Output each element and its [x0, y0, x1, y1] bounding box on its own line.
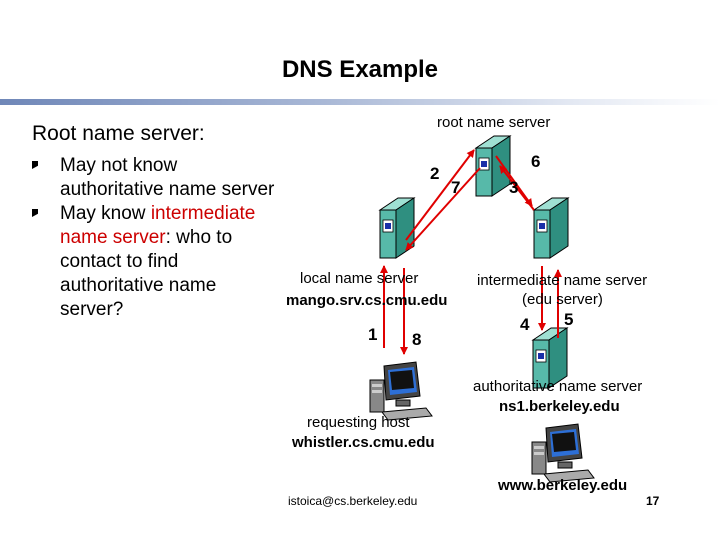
intermediate-server-label: intermediate name server [477, 272, 648, 289]
local-server-hostname: mango.srv.cs.cmu.edu [286, 292, 448, 309]
root-server-icon [475, 135, 511, 197]
www-host-computer-icon [531, 423, 595, 483]
target-hostname: www.berkeley.edu [498, 477, 628, 494]
requesting-host-hostname: whistler.cs.cmu.edu [292, 434, 435, 451]
footer-email: istoica@cs.berkeley.edu [288, 494, 418, 508]
bullet-text-pre: May know [60, 203, 151, 224]
bullet-marker-icon [32, 209, 38, 217]
bullet-list: May not know authoritative name server M… [32, 154, 282, 322]
requesting-host-label: requesting host [307, 414, 410, 431]
title-divider [0, 99, 720, 105]
bullet-marker-icon [32, 161, 38, 169]
requesting-host-computer-icon [369, 361, 433, 421]
bullet-highlight: intermediate name server [60, 203, 256, 248]
intermediate-server-sublabel: (edu server) [522, 291, 603, 308]
root-server-label: root name server [437, 114, 551, 131]
step-number-7: 7 [451, 178, 461, 197]
authoritative-server-hostname: ns1.berkeley.edu [499, 398, 620, 415]
step-number-6: 6 [531, 152, 541, 171]
intermediate-server-icon [533, 197, 569, 259]
local-server-icon [379, 197, 415, 259]
arrow-step-7 [405, 167, 481, 251]
slide-title: DNS Example [281, 56, 439, 83]
step-number-2: 2 [430, 164, 440, 183]
step-number-5: 5 [564, 310, 574, 329]
arrow-step-2 [405, 149, 475, 241]
bullet-heading: Root name server: [32, 122, 205, 145]
page-number: 17 [646, 494, 660, 508]
bullet-text-post: : who to contact to find authoritative n… [60, 227, 233, 320]
arrow-step-3 [495, 155, 533, 207]
bullet-text: May not know authoritative name server [60, 155, 275, 200]
step-number-1: 1 [368, 325, 378, 344]
step-number-8: 8 [412, 330, 422, 349]
bullet-item: May not know authoritative name server [32, 154, 282, 202]
authoritative-server-label: authoritative name server [473, 378, 643, 395]
step-number-3: 3 [509, 178, 519, 197]
local-server-label: local name server [300, 270, 419, 287]
bullet-item: May know intermediate name server: who t… [32, 202, 282, 322]
step-number-4: 4 [520, 315, 530, 334]
